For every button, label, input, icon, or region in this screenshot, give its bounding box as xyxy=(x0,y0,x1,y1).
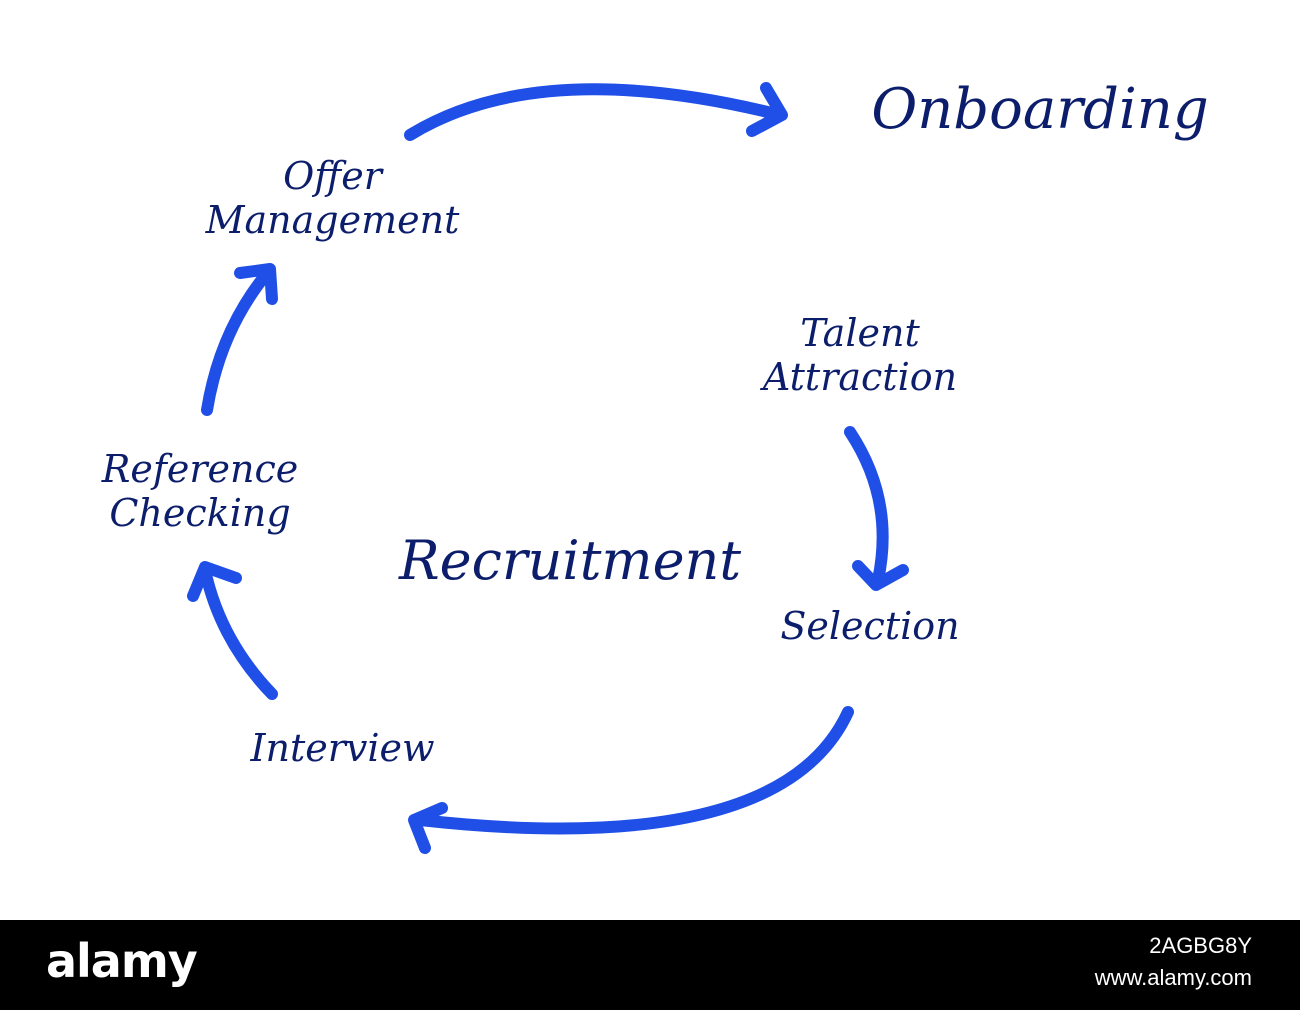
arrow-selection-to-interview xyxy=(408,706,854,854)
stock-footer-bar: alamy 2AGBG8Y www.alamy.com xyxy=(0,920,1300,1010)
stage-reference-checking-line2: Checking xyxy=(109,490,291,535)
alamy-logo: alamy xyxy=(46,934,198,988)
stage-reference-checking: Reference Checking xyxy=(60,447,340,535)
stage-offer-management-line1: Offer xyxy=(283,154,382,198)
stage-offer-management: Offer Management xyxy=(160,154,505,242)
stage-talent-attraction-line2: Attraction xyxy=(762,354,958,399)
stock-site-url: www.alamy.com xyxy=(1094,964,1252,990)
stage-reference-checking-line1: Reference xyxy=(101,447,299,491)
cycle-arrows xyxy=(187,82,909,854)
arrow-talent-to-selection xyxy=(844,426,909,591)
arrow-reference-to-offer xyxy=(201,263,278,416)
center-label-recruitment: Recruitment xyxy=(398,529,742,592)
stage-talent-attraction: Talent Attraction xyxy=(705,311,1015,399)
stock-image-info: 2AGBG8Y www.alamy.com xyxy=(1095,930,1252,994)
stock-image-id: 2AGBG8Y xyxy=(1149,933,1252,958)
stage-interview: Interview xyxy=(250,726,435,770)
stage-selection: Selection xyxy=(780,604,960,648)
stage-talent-attraction-line1: Talent xyxy=(800,311,920,355)
stage-onboarding: Onboarding xyxy=(871,77,1209,142)
arrow-offer-to-onboarding xyxy=(404,82,788,141)
stage-offer-management-line2: Management xyxy=(205,197,460,242)
arrow-interview-to-reference xyxy=(187,561,278,700)
